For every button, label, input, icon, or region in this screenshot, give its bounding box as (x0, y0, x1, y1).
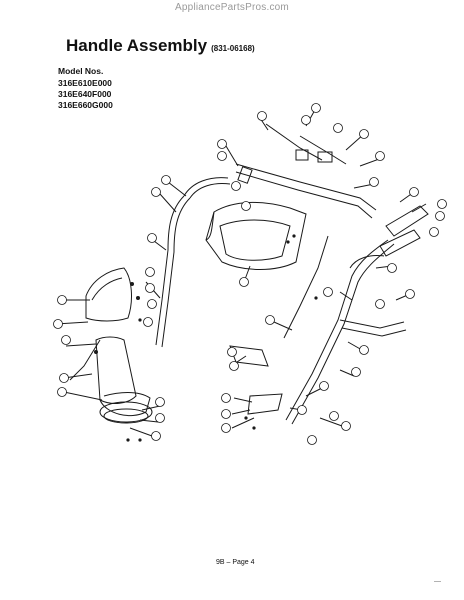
model-numbers: Model Nos. 316E610E000 316E640F000 316E6… (58, 66, 113, 111)
dash-panel (205, 201, 307, 270)
watermark: AppliancePartsPros.com (175, 2, 289, 13)
right-upper-handle-edge (291, 243, 395, 425)
right-grip (385, 205, 429, 237)
control-bar (235, 163, 377, 211)
dash-panel-side (205, 211, 215, 241)
lever-block-3 (317, 151, 333, 163)
right-lower-tube (339, 319, 405, 329)
model-number: 316E660G000 (58, 100, 113, 110)
chute-ring-inner (103, 408, 149, 424)
lever-block-2 (295, 149, 309, 161)
left-handle-bend (183, 177, 229, 197)
right-lower-tube-edge (341, 327, 407, 337)
lever-block (237, 166, 253, 184)
right-grip-lower (379, 229, 421, 257)
chute-body (95, 336, 137, 404)
left-lower-handle-edge (161, 197, 191, 348)
control-rod-upper2 (299, 135, 347, 165)
model-number: 316E610E000 (58, 78, 112, 88)
title-text: Handle Assembly (66, 36, 208, 55)
chute-ring (99, 401, 153, 423)
lower-bracket (229, 345, 269, 367)
control-rod-upper (265, 123, 323, 161)
left-handle-bend-edge (189, 183, 231, 199)
right-handle-bend (349, 255, 385, 269)
right-upper-handle (285, 239, 389, 421)
model-number: 316E640F000 (58, 89, 112, 99)
page-footer: 9B – Page 4 (216, 559, 255, 566)
chute-deflector-line (91, 277, 123, 301)
chute-base (99, 392, 151, 416)
left-lower-handle (155, 195, 185, 346)
models-header: Model Nos. (58, 66, 104, 76)
corner-mark: — (434, 578, 441, 585)
shift-rod (283, 235, 329, 339)
control-bar-edge (235, 171, 373, 219)
crank-rod (69, 339, 101, 381)
dash-panel-face (219, 219, 291, 261)
lower-bracket-2 (247, 393, 283, 415)
part-code: (831-06168) (211, 44, 255, 53)
chute-deflector (85, 267, 132, 322)
page-title: Handle Assembly(831-06168) (66, 36, 255, 56)
